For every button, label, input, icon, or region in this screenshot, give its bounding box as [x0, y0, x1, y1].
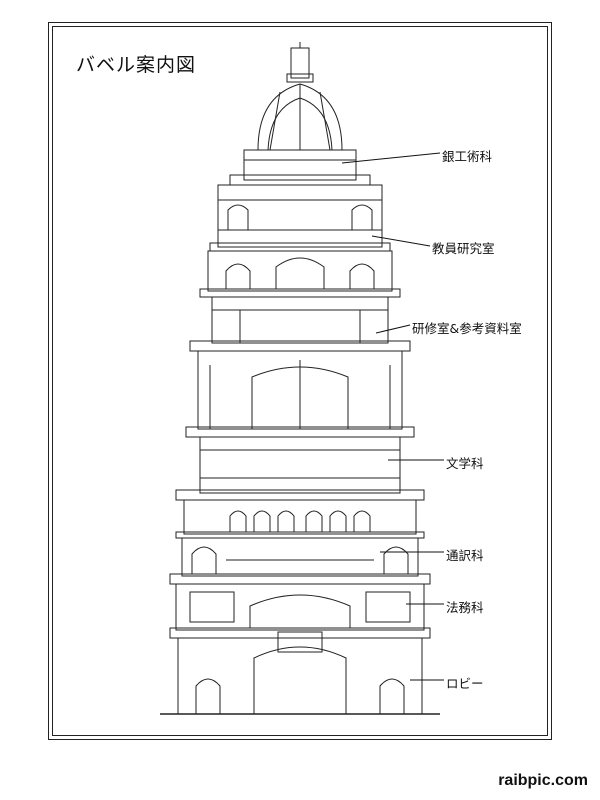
- label-literature: 文学科: [446, 456, 484, 471]
- tower-level-lobby: [160, 631, 440, 715]
- label-legal: 法務科: [446, 600, 484, 615]
- tower-level-legal: [169, 583, 431, 639]
- leader-silver: [341, 152, 441, 164]
- watermark: raibpic.com: [498, 772, 588, 789]
- tower-level-arcade: [175, 499, 425, 539]
- leader-faculty: [371, 235, 431, 247]
- outer-frame: [48, 22, 552, 740]
- label-translation: 通訳科: [446, 548, 484, 563]
- tower-lantern: [286, 42, 314, 83]
- tower-dome: [229, 83, 371, 186]
- label-faculty: 教員研究室: [432, 241, 495, 256]
- label-silver: 銀工術科: [442, 149, 493, 164]
- page-title: バベル案内図: [76, 54, 197, 76]
- tower-level-faculty: [209, 184, 391, 252]
- tower-level-study: [189, 296, 411, 352]
- tower-level-upper: [199, 250, 401, 298]
- leader-study: [375, 324, 411, 334]
- tower-level-translation: [169, 537, 431, 585]
- tower-level-library: [185, 350, 415, 438]
- leader-lines: [341, 152, 444, 681]
- tower-level-literature: [175, 436, 425, 501]
- label-lobby: ロビー: [446, 676, 484, 691]
- inner-frame: [52, 26, 548, 736]
- label-study: 研修室&参考資料室: [412, 321, 522, 336]
